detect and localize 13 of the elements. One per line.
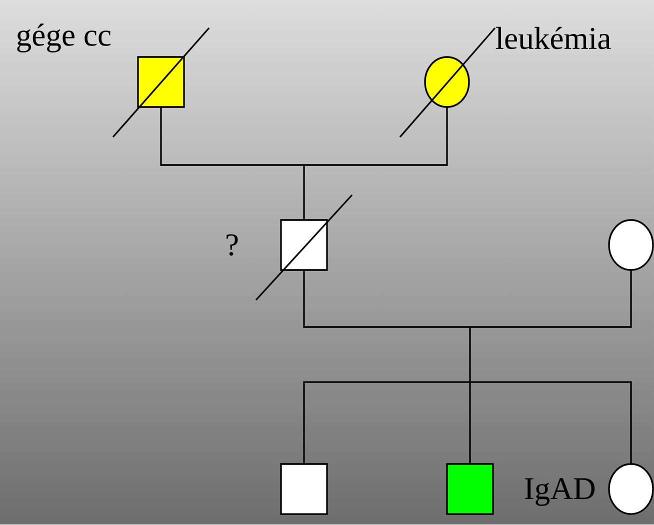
male-square (280, 463, 328, 515)
female-circle (424, 56, 470, 108)
pedigree-line (160, 107, 448, 220)
annotation: IgAD (524, 478, 595, 506)
annotation: leukémia (496, 26, 611, 50)
pedigree-line (303, 270, 632, 464)
male-square (446, 463, 494, 515)
male-square (280, 219, 328, 271)
female-circle (608, 463, 654, 515)
female-circle (608, 219, 654, 271)
annotation: gége cc (17, 24, 111, 52)
annotation: ? (226, 234, 238, 256)
male-square (137, 56, 185, 108)
